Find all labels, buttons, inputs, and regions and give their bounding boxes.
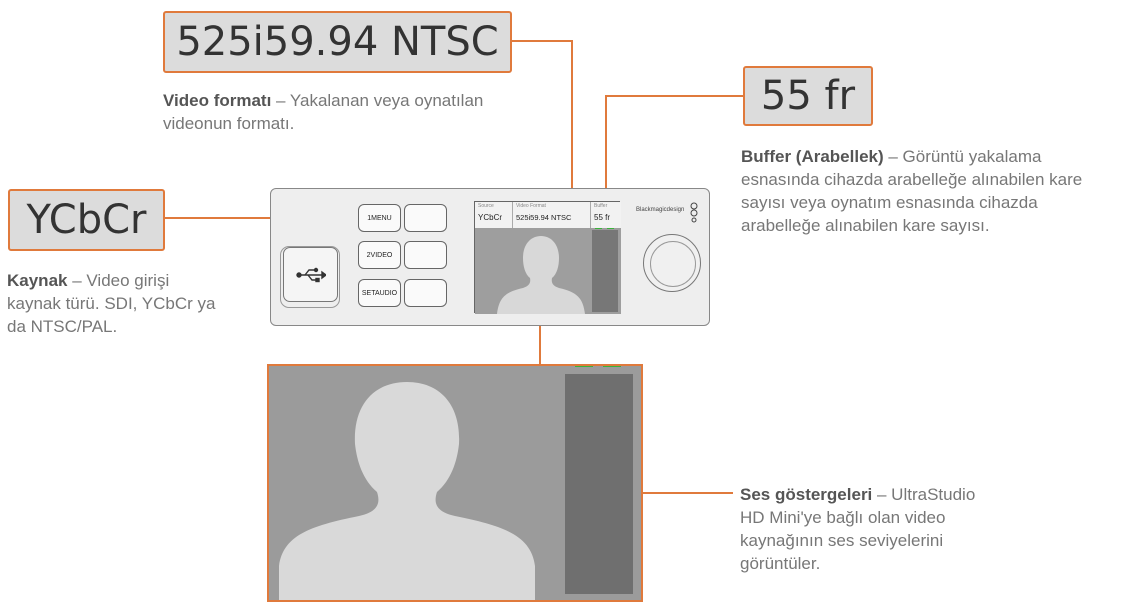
video-format-value: 525i59.94 NTSC xyxy=(176,19,499,65)
person-silhouette-icon xyxy=(279,382,535,600)
lcd-format-cell: Video Format 525i59.94 NTSC xyxy=(513,202,591,228)
video-button-label: 2VIDEO xyxy=(366,251,393,259)
meter-segment xyxy=(607,228,614,229)
lcd-buffer-value: 55 fr xyxy=(594,213,611,222)
buffer-callout: 55 fr xyxy=(743,66,873,126)
lcd-audio-meter-right xyxy=(607,228,614,229)
blank-button-1[interactable] xyxy=(404,204,447,232)
audio-title: Ses göstergeleri xyxy=(740,485,873,504)
device-front-panel: 1MENU 2VIDEO SETAUDIO Source YCbCr Video… xyxy=(270,188,710,326)
enlarged-preview xyxy=(269,366,641,600)
menu-button[interactable]: 1MENU xyxy=(358,204,401,232)
video-button[interactable]: 2VIDEO xyxy=(358,241,401,269)
buffer-connector xyxy=(605,95,745,205)
buffer-title: Buffer (Arabellek) xyxy=(741,147,884,166)
video-format-callout: 525i59.94 NTSC xyxy=(163,11,512,73)
lcd-format-value: 525i59.94 NTSC xyxy=(516,213,572,222)
usb-port-surround xyxy=(280,246,340,308)
buffer-description: Buffer (Arabellek) – Görüntü yakalama es… xyxy=(741,145,1117,237)
audio-button[interactable]: SETAUDIO xyxy=(358,279,401,307)
lcd-source-value: YCbCr xyxy=(478,213,503,222)
source-description: Kaynak – Video girişi kaynak türü. SDI, … xyxy=(7,269,227,338)
meter-segment xyxy=(603,366,621,367)
meter-segment xyxy=(575,366,593,367)
lcd-buffer-label: Buffer xyxy=(594,203,608,209)
buffer-value: 55 fr xyxy=(760,73,856,119)
buffer-text: – Görüntü yakalama esnasında cihazda ara… xyxy=(741,147,1083,235)
audio-description: Ses göstergeleri – UltraStudio HD Mini'y… xyxy=(740,483,995,575)
lcd-source-label: Source xyxy=(478,203,494,209)
usb-port xyxy=(283,247,338,302)
lcd-audio-meter-left xyxy=(595,228,602,229)
lcd-preview xyxy=(475,228,621,314)
lcd-format-label: Video Format xyxy=(516,203,546,209)
audio-text: – UltraStudio HD Mini'ye bağlı olan vide… xyxy=(740,485,976,573)
lcd-source-cell: Source YCbCr xyxy=(475,202,513,228)
source-title: Kaynak xyxy=(7,271,68,290)
video-format-description: Video formatı – Yakalanan veya oynatılan… xyxy=(163,89,493,135)
video-format-title: Video formatı xyxy=(163,91,272,110)
source-callout: YCbCr xyxy=(8,189,165,251)
brand-logo-icon xyxy=(690,202,698,223)
lcd-buffer-cell: Buffer 55 fr xyxy=(591,202,621,228)
video-format-text: – Yakalanan veya oynatılan videonun form… xyxy=(163,91,484,133)
person-silhouette-icon xyxy=(497,236,585,314)
source-text: – Video girişi kaynak türü. SDI, YCbCr y… xyxy=(7,271,216,336)
video-format-connector xyxy=(510,40,573,210)
device-lcd-screen: Source YCbCr Video Format 525i59.94 NTSC… xyxy=(474,201,621,314)
audio-meter-right xyxy=(603,366,621,367)
source-value: YCbCr xyxy=(26,197,147,243)
enlarged-preview-screen xyxy=(267,364,643,602)
usb-icon xyxy=(295,267,326,282)
brand-logo-text: Blackmagicdesign xyxy=(636,207,685,213)
blank-button-3[interactable] xyxy=(404,279,447,307)
audio-meter-left xyxy=(575,366,593,367)
brand-logo: Blackmagicdesign xyxy=(636,207,684,213)
audio-button-label: SETAUDIO xyxy=(361,289,398,297)
menu-button-label: 1MENU xyxy=(367,214,392,222)
blank-button-2[interactable] xyxy=(404,241,447,269)
meter-segment xyxy=(595,228,602,229)
control-knob[interactable] xyxy=(643,234,701,292)
